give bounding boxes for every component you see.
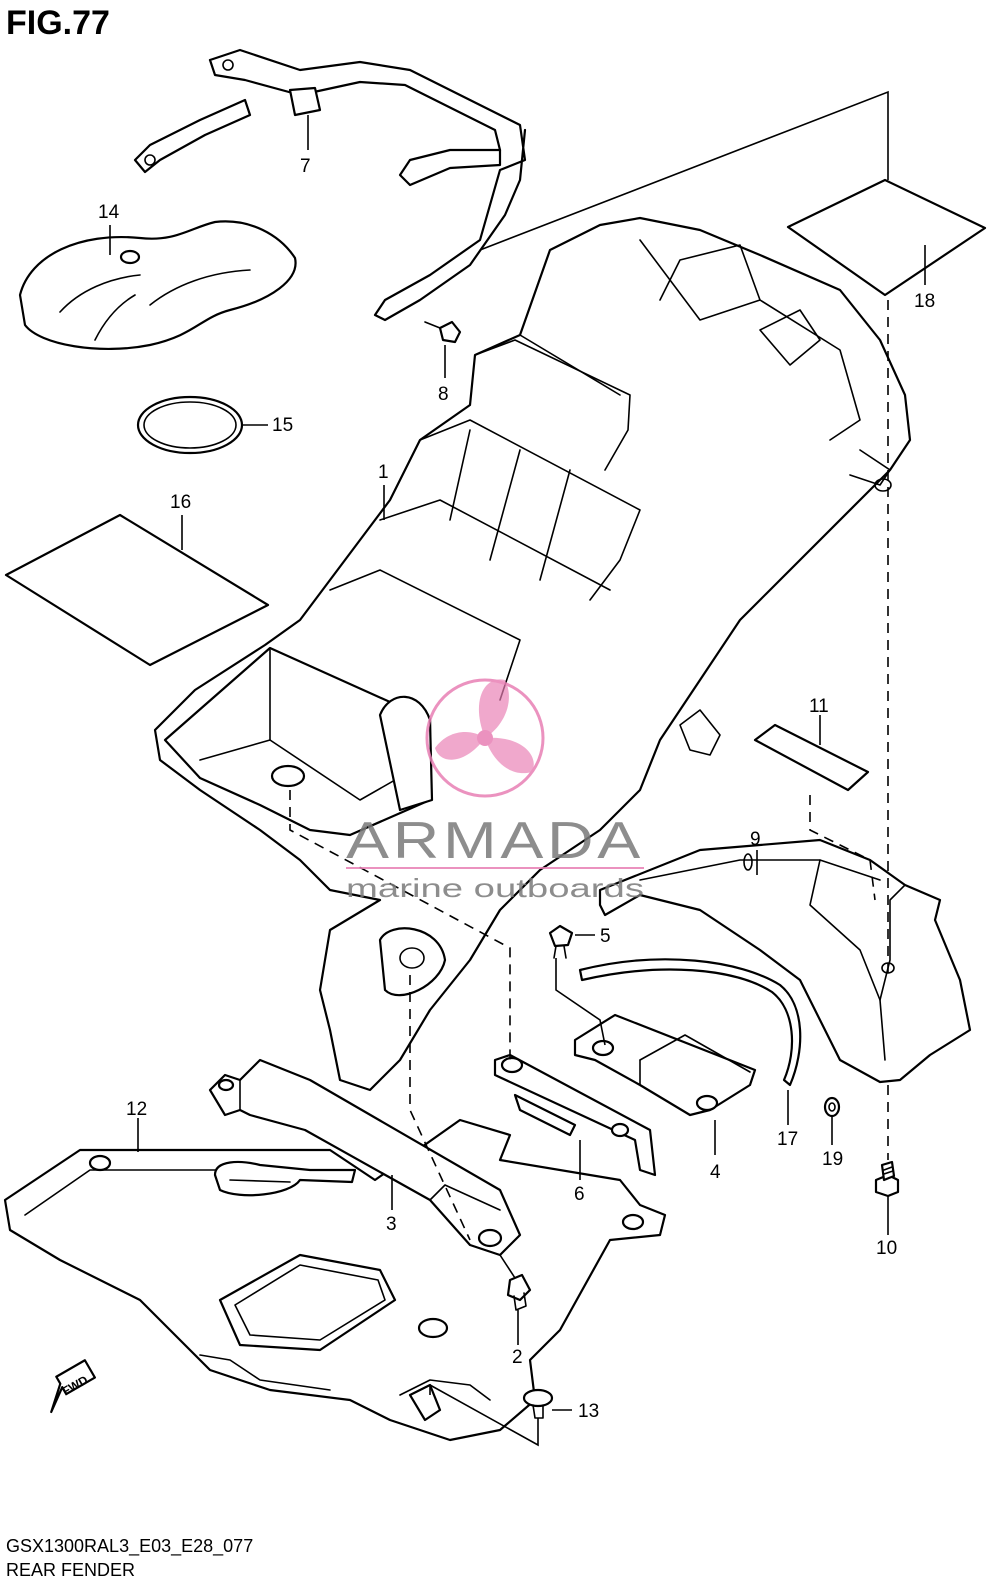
assembly-alignment-lines bbox=[289, 300, 889, 1447]
part-8-bolt bbox=[424, 320, 462, 344]
part-19-washer bbox=[823, 1096, 841, 1118]
callout-1: 1 bbox=[378, 462, 389, 483]
callout-19: 19 bbox=[822, 1149, 843, 1170]
callout-2: 2 bbox=[512, 1347, 523, 1368]
callout-6: 6 bbox=[574, 1184, 585, 1205]
part-15-ring bbox=[136, 395, 244, 455]
watermark-tagline: marine outboards bbox=[346, 873, 644, 903]
callout-18: 18 bbox=[914, 291, 935, 312]
propeller-logo-icon bbox=[425, 678, 545, 798]
callout-4: 4 bbox=[710, 1162, 721, 1183]
callout-17: 17 bbox=[777, 1129, 798, 1150]
callout-7: 7 bbox=[300, 156, 311, 177]
fwd-arrow-icon: FWD bbox=[50, 1359, 96, 1414]
callout-labels: 7 14 15 16 1 8 18 11 9 5 17 19 4 6 10 12… bbox=[98, 156, 935, 1422]
armada-watermark: ARMADA marine outboards bbox=[346, 678, 644, 903]
callout-15: 15 bbox=[272, 415, 293, 436]
callout-13: 13 bbox=[578, 1401, 599, 1422]
callout-11: 11 bbox=[809, 696, 829, 717]
figure-code: GSX1300RAL3_E03_E28_077 bbox=[6, 1536, 254, 1556]
part-1-rear-fender bbox=[153, 216, 912, 1092]
callout-5: 5 bbox=[600, 926, 611, 947]
watermark-brand: ARMADA bbox=[346, 812, 644, 870]
part-10-bolt bbox=[874, 1160, 900, 1198]
callout-16: 16 bbox=[170, 492, 191, 513]
part-16-sheet bbox=[4, 513, 270, 667]
callout-9: 9 bbox=[750, 829, 761, 850]
part-13-clip bbox=[522, 1388, 554, 1419]
part-11-strip bbox=[753, 723, 870, 792]
part-14-pad bbox=[18, 220, 297, 351]
part-7-grab-handle bbox=[133, 48, 527, 322]
callout-12: 12 bbox=[126, 1099, 147, 1120]
part-9-inner-fender bbox=[598, 838, 972, 1084]
figure-name: REAR FENDER bbox=[6, 1560, 136, 1580]
callout-leader-lines bbox=[109, 90, 926, 1411]
callout-8: 8 bbox=[438, 384, 449, 405]
figure-title: FIG.77 bbox=[6, 4, 110, 42]
part-18-sheet bbox=[786, 178, 987, 297]
part-6-plate bbox=[493, 1053, 657, 1177]
callout-3: 3 bbox=[386, 1214, 397, 1235]
part-17-trim bbox=[578, 958, 802, 1087]
part-2-bolt bbox=[506, 1273, 532, 1311]
part-5-fastener bbox=[548, 924, 574, 959]
part-4-bracket bbox=[573, 1013, 757, 1117]
part-12-undertray bbox=[3, 1118, 667, 1442]
callout-14: 14 bbox=[98, 202, 120, 223]
callout-10: 10 bbox=[876, 1238, 897, 1259]
